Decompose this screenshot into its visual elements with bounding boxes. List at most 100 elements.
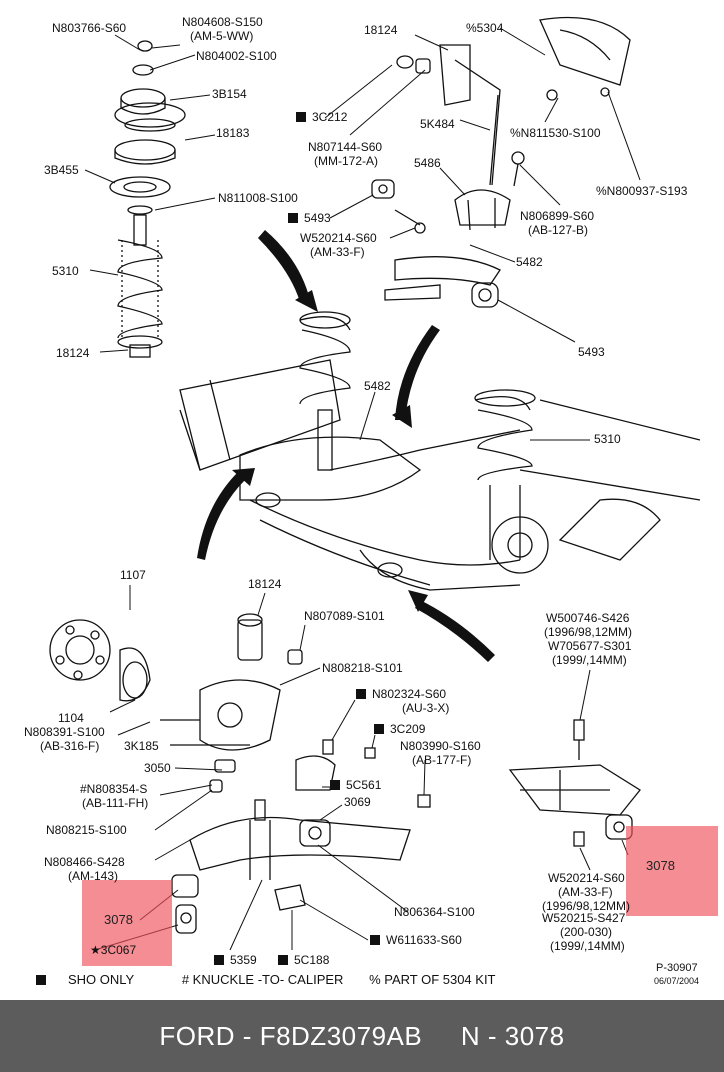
knuckle-exploded (49, 613, 431, 934)
label-3c067: ★3C067 (90, 943, 137, 957)
label-3k185: 3K185 (124, 739, 159, 753)
footer-sep: - (235, 1020, 260, 1051)
label-5310-b: 5310 (594, 432, 621, 446)
label-w520214-bb: (AM-33-F) (558, 885, 613, 899)
label-18124-c: 18124 (248, 577, 282, 591)
label-n811530: %N811530-S100 (510, 126, 601, 140)
label-n808466: N808466-S428 (44, 855, 125, 869)
highlight-right (626, 826, 718, 916)
label-w520214-a: W520214-S60 (300, 231, 377, 245)
label-5304: %5304 (466, 21, 504, 35)
label-n807144b: (MM-172-A) (314, 154, 379, 168)
label-5493-b: 5493 (578, 345, 605, 359)
sho-square-icon (330, 780, 340, 790)
sho-square-icon (36, 975, 46, 985)
label-w500746: W500746-S426 (546, 611, 630, 625)
label-w520215b: (200-030) (560, 925, 613, 939)
star-icon: ★ (90, 943, 101, 957)
label-5493-a: 5493 (288, 212, 331, 225)
strut-exploded-left (109, 40, 186, 358)
label-3069: 3069 (344, 795, 371, 809)
label-n804608: N804608-S150 (182, 15, 263, 29)
label-3b455: 3B455 (44, 163, 79, 177)
label-n808391: N808391-S100 (24, 725, 105, 739)
legend-kit: % PART OF 5304 KIT (369, 972, 496, 987)
label-1104: 1104 (58, 711, 84, 725)
footer-sep: - (480, 1020, 505, 1051)
footer-callout-number: 3078 (504, 1020, 565, 1051)
label-n807089: N807089-S101 (304, 609, 385, 623)
label-n808391b: (AB-316-F) (40, 739, 100, 753)
label-n806899b: (AB-127-B) (528, 223, 589, 237)
label-n808354b: (AB-111-FH) (82, 796, 149, 810)
label-5482-a: 5482 (516, 255, 543, 269)
leader-lines (84, 27, 641, 951)
label-5c561: 5C561 (330, 779, 381, 792)
diagram-art (49, 16, 701, 951)
sho-square-icon (370, 935, 380, 945)
label-n804608b: (AM-5-WW) (190, 29, 254, 43)
label-3b154: 3B154 (212, 87, 247, 101)
label-w611633: W611633-S60 (370, 934, 462, 947)
label-w500746b: (1996/98,12MM) (544, 625, 633, 639)
label-w705677b: (1999/,14MM) (552, 653, 627, 667)
label-n806899: N806899-S60 (520, 209, 595, 223)
label-w520214-b: W520214-S60 (548, 871, 625, 885)
label-n803990: N803990-S160 (400, 739, 481, 753)
label-5359: 5359 (214, 954, 257, 967)
highlight-right-label: 3078 (646, 858, 675, 873)
label-n807144: N807144-S60 (308, 140, 383, 154)
part-footer-bar: FORD - F8DZ3079AB N - 3078 (0, 1000, 724, 1072)
indicator-arrows (197, 230, 495, 662)
label-n808354: #N808354-S (80, 782, 148, 796)
footer-part-number: F8DZ3079AB (259, 1020, 423, 1051)
label-3c209: 3C209 (374, 723, 425, 736)
label-n802324: N802324-S60 (356, 688, 446, 701)
footer-brand: FORD (159, 1020, 236, 1051)
label-1107: 1107 (120, 568, 146, 582)
label-n808218: N808218-S101 (322, 661, 403, 675)
label-n803766: N803766-S60 (52, 21, 127, 35)
label-n804002: N804002-S100 (196, 49, 277, 63)
label-5c188: 5C188 (278, 954, 329, 967)
label-18124-a: 18124 (56, 346, 90, 360)
label-3c212: 3C212 (296, 111, 347, 124)
highlight-left (82, 880, 172, 966)
label-5k484: 5K484 (420, 117, 455, 131)
sho-square-icon (214, 955, 224, 965)
reference-code: P-30907 (656, 962, 698, 974)
label-18124-b: 18124 (364, 23, 398, 37)
label-n802324b: (AU-3-X) (402, 701, 450, 715)
footer-gap (422, 1021, 461, 1052)
legend-sho: SHO ONLY (36, 972, 156, 987)
label-n806364: N806364-S100 (394, 905, 475, 919)
footer-n: N (460, 1020, 481, 1051)
sho-square-icon (296, 112, 306, 122)
label-n800937: %N800937-S193 (596, 184, 688, 198)
legend: SHO ONLY # KNUCKLE -TO- CALIPER % PART O… (36, 972, 518, 987)
label-w520214-bc: (1996/98,12MM) (542, 899, 631, 913)
legend-knuckle: # KNUCKLE -TO- CALIPER (181, 972, 344, 987)
sho-square-icon (374, 724, 384, 734)
label-n803990b: (AB-177-F) (412, 753, 472, 767)
label-n808466b: (AM-143) (68, 869, 119, 883)
label-w520214-ab: (AM-33-F) (310, 245, 365, 259)
label-5482-b: 5482 (364, 379, 391, 393)
label-n808215: N808215-S100 (46, 823, 127, 837)
label-18183: 18183 (216, 126, 250, 140)
sho-square-icon (278, 955, 288, 965)
right-mount (508, 719, 641, 847)
label-w520215: W520215-S427 (542, 911, 626, 925)
stabilizer-link-exploded (371, 16, 631, 308)
label-5310-a: 5310 (52, 264, 79, 278)
highlight-left-label: 3078 (104, 912, 133, 927)
label-n811008: N811008-S100 (218, 191, 298, 205)
sho-square-icon (356, 689, 366, 699)
label-w520215c: (1999/,14MM) (550, 939, 625, 953)
reference-date: 06/07/2004 (654, 976, 700, 986)
label-5486: 5486 (414, 156, 441, 170)
main-assembly (179, 311, 701, 591)
sho-square-icon (288, 213, 298, 223)
label-3050: 3050 (144, 761, 171, 775)
label-w705677: W705677-S301 (548, 639, 632, 653)
